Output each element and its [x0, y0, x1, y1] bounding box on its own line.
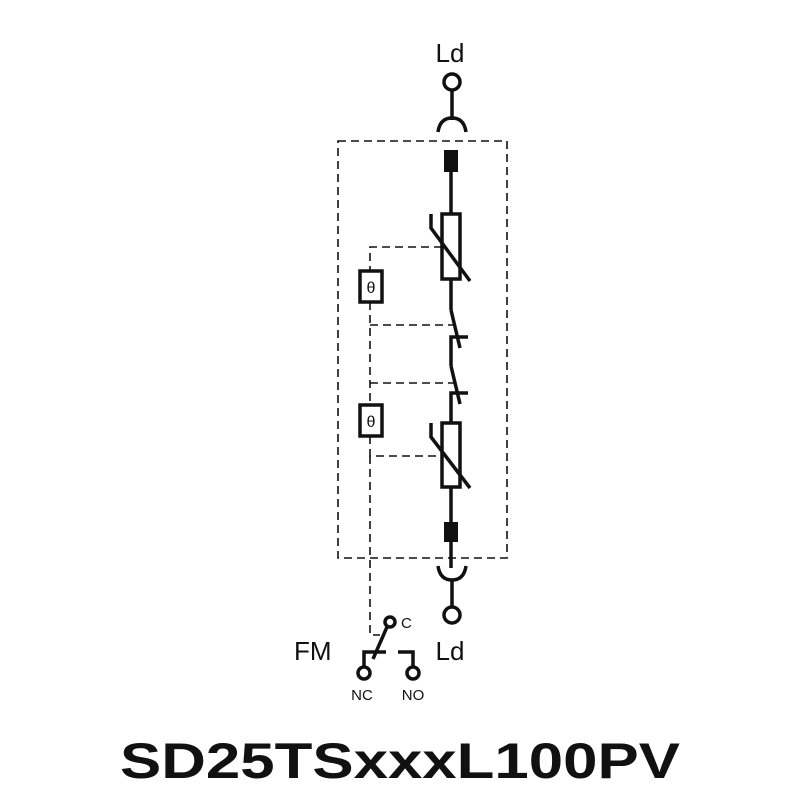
bottom-terminal-circle [442, 605, 462, 625]
mechanical-linkage [369, 246, 455, 636]
contact-no-label: NO [402, 687, 425, 704]
thermal-disconnector-switch-2 [449, 365, 468, 423]
top-contact-block [444, 150, 458, 172]
remote-signal-contact [356, 615, 421, 681]
thermal-element-1: θ [358, 269, 384, 304]
contact-nc-label: NC [351, 687, 373, 704]
model-title: SD25TSxxxL100PV [120, 733, 681, 789]
thermal-disconnector-switch-1 [449, 309, 468, 366]
fm-label: FM [294, 636, 332, 666]
varistor-2 [429, 421, 472, 490]
contact-c-label: C [401, 615, 412, 632]
top-plug-connector [436, 116, 468, 133]
top-terminal-label: Ld [436, 38, 465, 68]
bottom-terminal-label: Ld [436, 636, 465, 666]
thermal-element-2: θ [358, 403, 384, 438]
top-terminal-circle [442, 72, 462, 92]
module-enclosure [337, 140, 508, 559]
thermal-symbol: θ [367, 414, 376, 431]
thermal-symbol: θ [367, 280, 376, 297]
bottom-plug-connector [436, 565, 468, 582]
bottom-contact-block [444, 522, 458, 542]
